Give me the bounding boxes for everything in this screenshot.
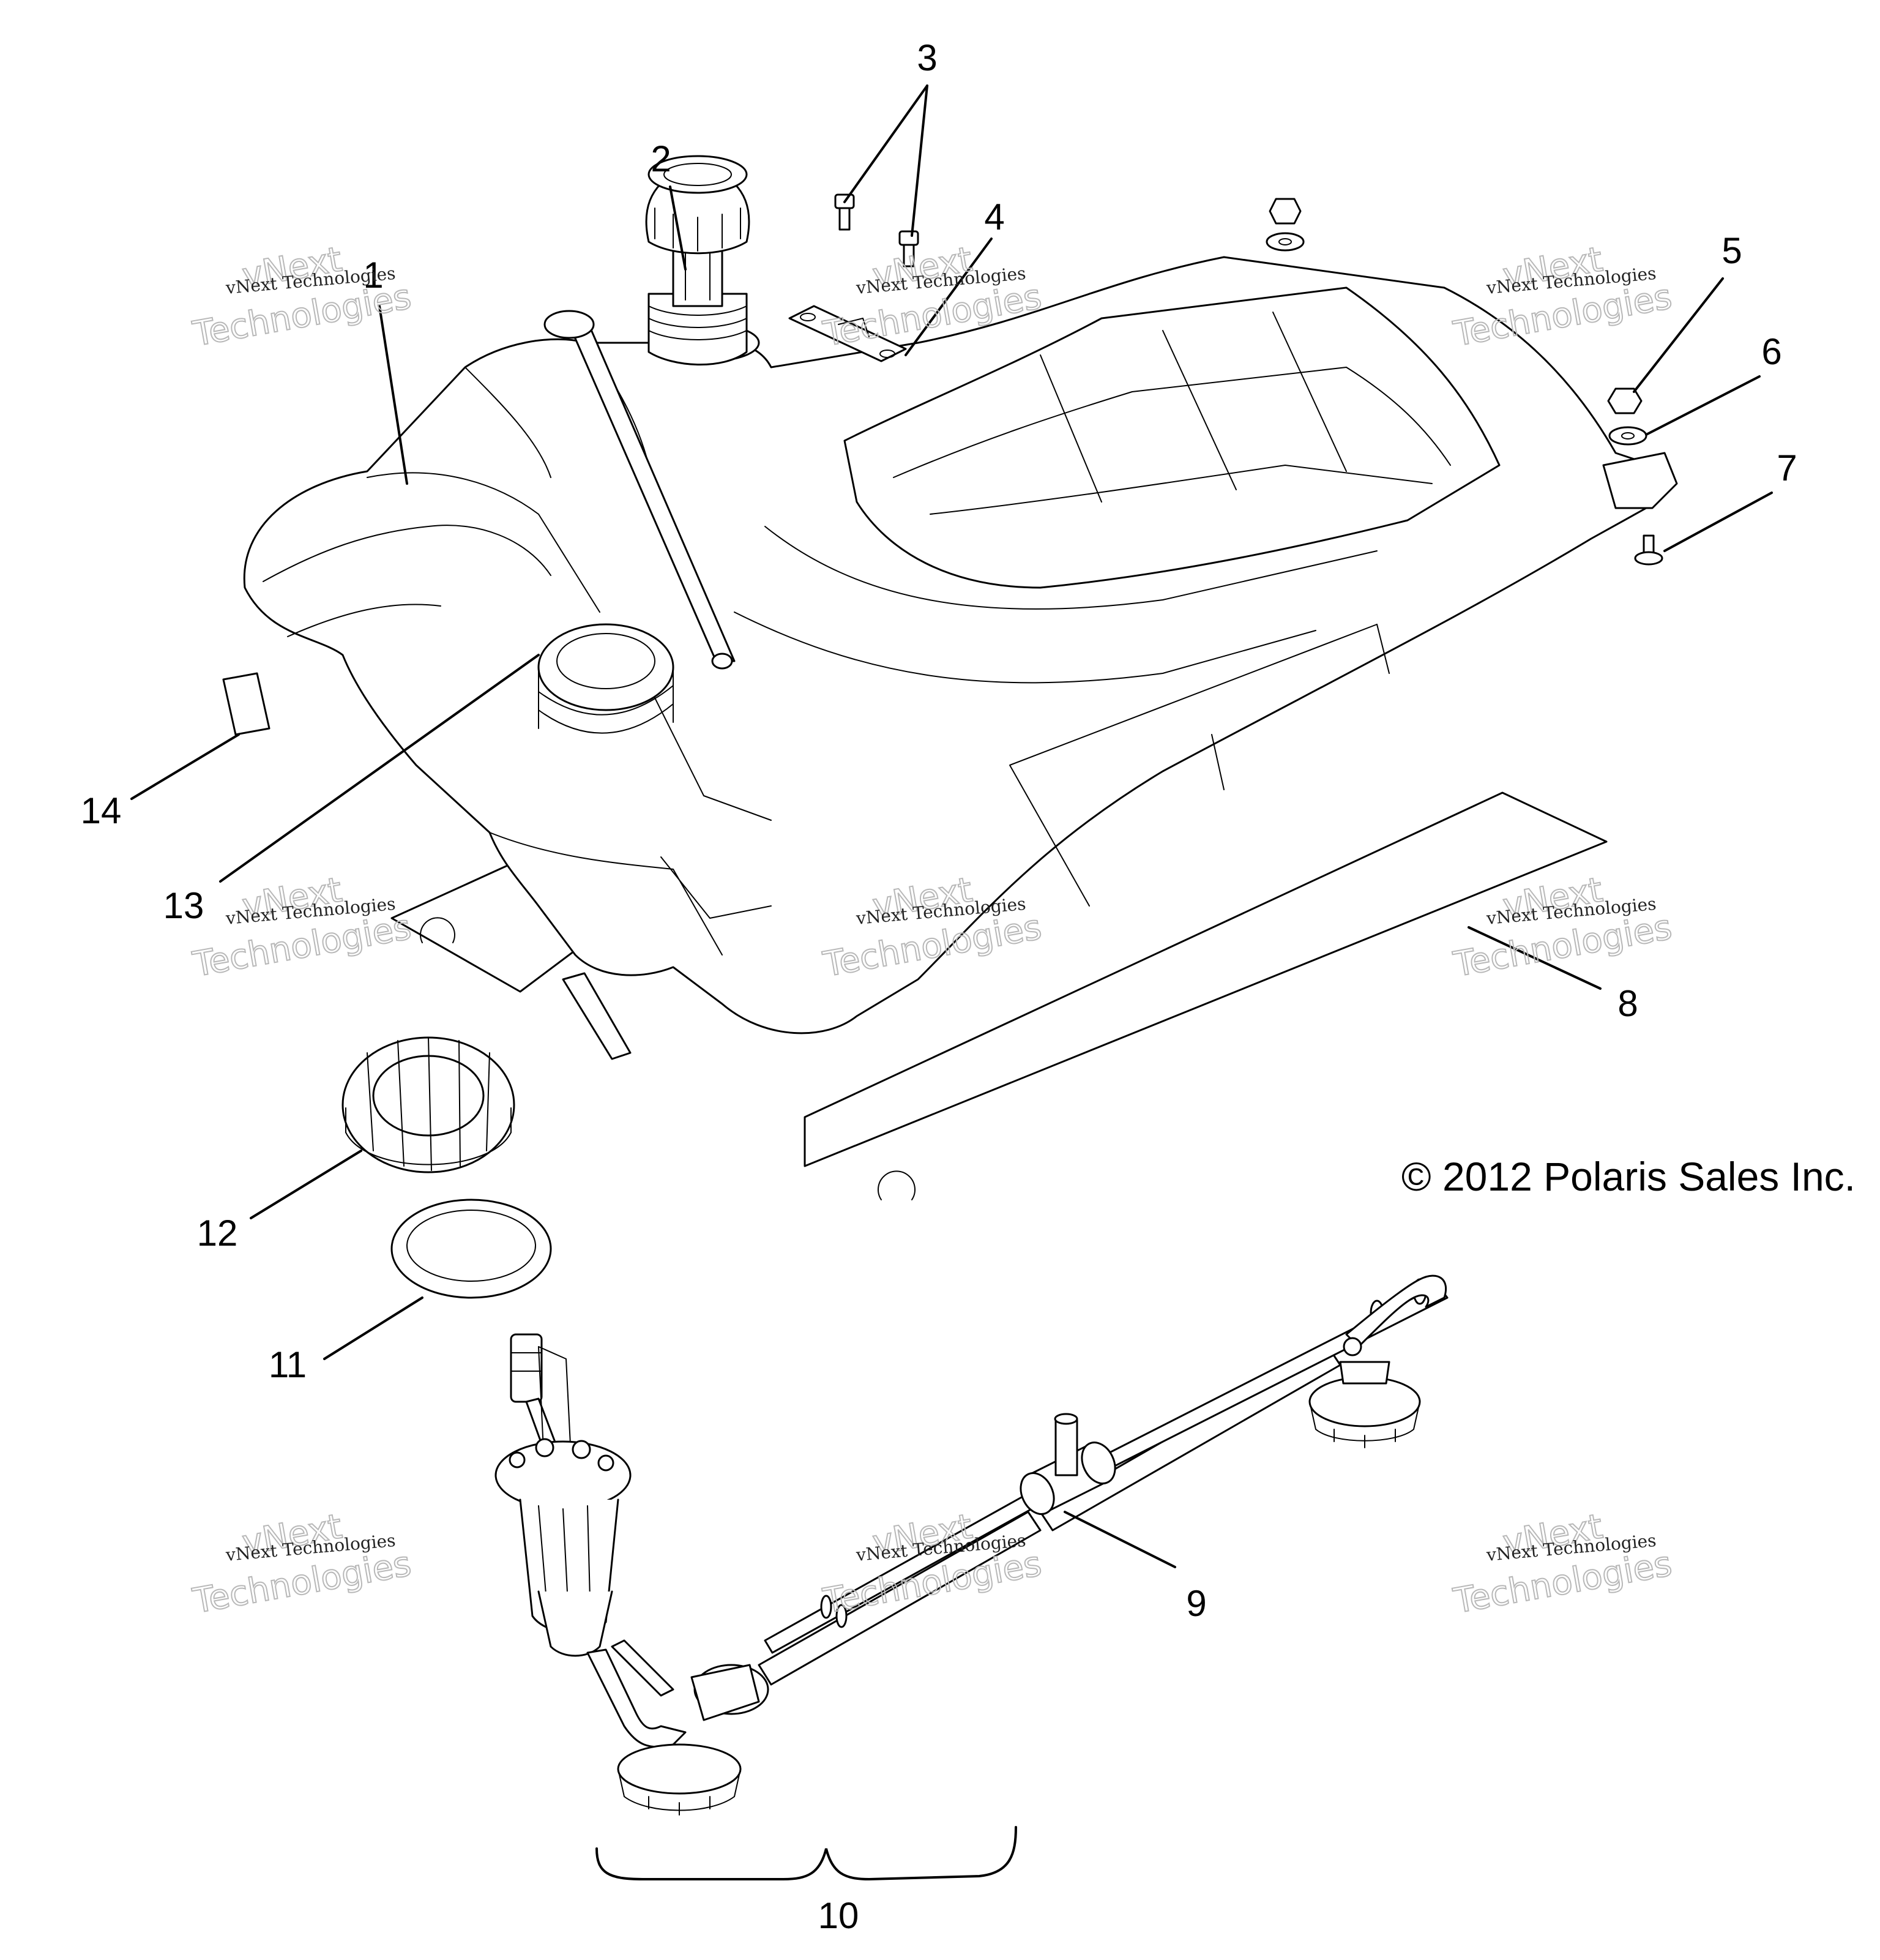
lock-ring (341, 1036, 515, 1173)
callout-2: 2 (651, 138, 671, 179)
callout-6: 6 (1761, 331, 1781, 372)
tank-nut-washer (1266, 198, 1305, 252)
bolts (834, 193, 919, 267)
callout-12: 12 (197, 1213, 238, 1254)
callout-1: 1 (363, 255, 383, 296)
callout-4: 4 (984, 196, 1004, 238)
watermark: vNext vNext Technologies Technologies (1450, 239, 1676, 355)
watermark: vNext vNext Technologies Technologies (189, 1506, 415, 1622)
callout-7: 7 (1777, 447, 1797, 488)
heat-shield-pad (804, 791, 1608, 1200)
fuel-tank (243, 256, 1678, 1034)
bracket (788, 305, 907, 362)
leader-lines (130, 84, 1773, 1568)
callout-13: 13 (163, 885, 204, 926)
callout-8: 8 (1617, 983, 1638, 1024)
brace-10 (595, 1826, 1017, 1881)
watermark: vNext vNext Technologies Technologies (189, 869, 415, 986)
washer (1608, 426, 1647, 446)
callouts: 1 2 3 4 5 6 7 8 9 10 11 12 13 14 (81, 37, 1797, 1936)
callout-3: 3 (917, 37, 937, 78)
nut (1607, 387, 1643, 414)
bolt-7 (1634, 534, 1663, 566)
warning-label (222, 672, 270, 736)
callout-9: 9 (1186, 1583, 1206, 1624)
callout-11: 11 (269, 1344, 307, 1385)
watermark: vNext vNext Technologies Technologies (819, 1506, 1045, 1622)
fuel-pump-assembly (494, 1274, 1449, 1816)
copyright-notice: © 2012 Polaris Sales Inc. (1401, 1154, 1856, 1199)
callout-5: 5 (1721, 230, 1742, 271)
watermark: vNext vNext Technologies Technologies (1450, 1506, 1676, 1622)
callout-14: 14 (81, 790, 122, 831)
seal (390, 1199, 552, 1299)
callout-10: 10 (818, 1895, 859, 1936)
